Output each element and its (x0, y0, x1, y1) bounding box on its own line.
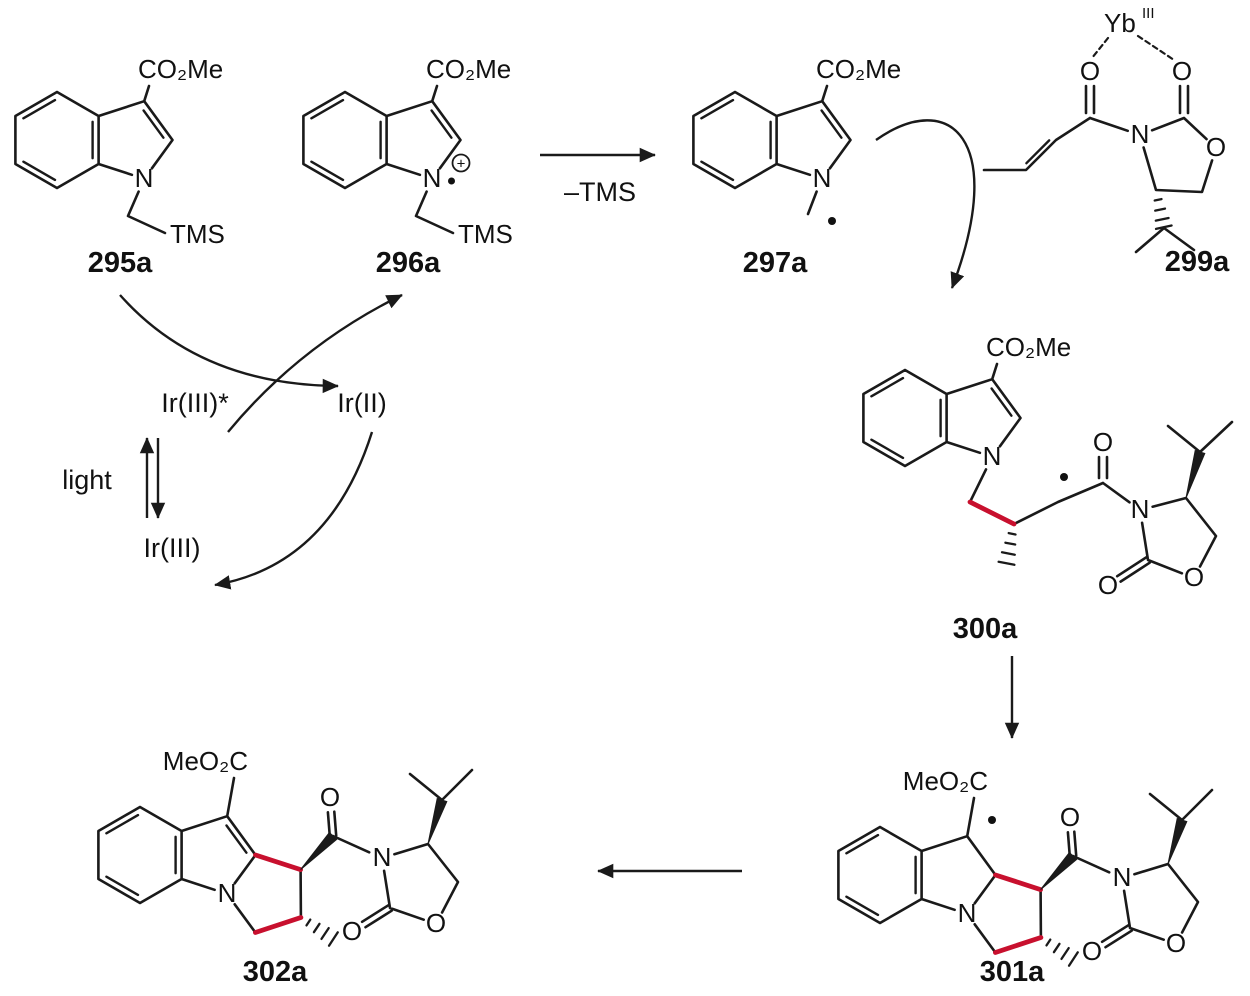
ring-bonds (302, 84, 462, 235)
oxygen-label: O (1082, 936, 1102, 966)
skeleton-bonds (837, 788, 1214, 954)
arrow-296a-to-297a: –TMS (540, 147, 656, 207)
compound-label: 301a (980, 956, 1045, 988)
excited-catalyst-label: Ir(III)* (161, 388, 229, 418)
new-bonds-red (253, 852, 304, 935)
radical-dot (1060, 473, 1068, 481)
ester-label: CO₂Me (138, 54, 223, 84)
ester-label: CO₂Me (816, 54, 901, 84)
nitrogen-label: N (1131, 119, 1150, 149)
reduced-catalyst-label: Ir(II) (337, 388, 386, 418)
tms-loss-label: –TMS (564, 177, 636, 207)
double-bond-lines (310, 98, 453, 182)
stereo-wedge (1040, 851, 1078, 890)
oxygen-label: O (426, 908, 446, 938)
skeleton-bonds (982, 84, 1214, 254)
compound-300a: CO₂Me N O N O O 300a (862, 332, 1234, 645)
new-bond-red (967, 499, 1017, 527)
stereo-wedge (1167, 817, 1188, 865)
ester-label: CO₂Me (426, 54, 511, 84)
nitrogen-label: N (423, 163, 442, 193)
skeleton-bonds (97, 768, 474, 934)
nitrogen-label: N (813, 163, 832, 193)
compound-297a: CO₂Me N 297a (692, 54, 901, 279)
oxygen-label: O (1080, 56, 1100, 86)
nitrogen-label: N (983, 441, 1002, 471)
tms-label: TMS (458, 219, 513, 249)
stereo-wedge (1185, 449, 1206, 499)
oxygen-label: O (1060, 802, 1080, 832)
oxygen-label: O (1184, 562, 1204, 592)
nitrogen-label: N (958, 898, 977, 928)
oxygen-label: O (1166, 928, 1186, 958)
ring-bonds (692, 84, 852, 216)
skeleton-bonds (862, 362, 1234, 583)
oxygen-label: O (320, 782, 340, 812)
stereo-hash-lines (305, 918, 339, 947)
nitrogen-label: N (1113, 862, 1132, 892)
cycle-arc-to-296a (227, 293, 403, 433)
oxygen-label: O (1206, 132, 1226, 162)
cycle-arc-substrate-down (119, 294, 339, 394)
compound-label: 299a (1165, 246, 1230, 278)
double-bond-lines (105, 813, 248, 897)
stereo-wedge (427, 797, 448, 845)
compound-299a: Yb III O O N O 299a (982, 5, 1230, 278)
ring-bonds (14, 84, 174, 235)
metal-label: Yb (1104, 8, 1136, 38)
tms-label: TMS (170, 219, 225, 249)
oxygen-label: O (1093, 427, 1113, 457)
compound-label: 297a (743, 247, 808, 279)
cycle-arc-ir2-to-ir3 (214, 431, 374, 590)
photocatalytic-cycle: Ir(III)* Ir(II) Ir(III) light (62, 293, 403, 590)
light-label: light (62, 465, 112, 495)
nitrogen-label: N (1131, 494, 1150, 524)
compound-label: 302a (243, 956, 308, 988)
compound-label: 300a (953, 613, 1018, 645)
nitrogen-label: N (373, 842, 392, 872)
compound-302a: MeO₂C N O N O O 302a (97, 746, 474, 988)
stereo-wedge (300, 831, 338, 870)
addition-curved-arrow (875, 119, 976, 289)
radical-dot (828, 217, 836, 225)
metal-coordination-dashes (1090, 34, 1176, 62)
stereo-hash-lines (1153, 197, 1173, 231)
nitrogen-label: N (135, 163, 154, 193)
ground-catalyst-label: Ir(III) (144, 533, 201, 563)
nitrogen-label: N (218, 878, 237, 908)
new-bonds-red (993, 872, 1044, 955)
compound-label: 295a (88, 247, 153, 279)
compound-296a: + CO₂Me N TMS 296a (302, 54, 513, 279)
ester-label: CO₂Me (986, 332, 1071, 362)
stereo-hash-lines (1045, 938, 1079, 967)
stereo-hash-lines (997, 531, 1017, 566)
radical-dot (448, 177, 455, 185)
oxygen-label: O (1098, 570, 1118, 600)
double-bond-lines (700, 98, 843, 182)
double-bond-lines (870, 376, 1013, 460)
ester-label: MeO₂C (163, 746, 248, 776)
compound-label: 296a (376, 247, 441, 279)
plus-charge-circle (451, 153, 471, 173)
alkene-double-bond-line (1025, 139, 1051, 165)
charge-label: + (457, 156, 466, 173)
compound-301a: MeO₂C N O N O O 301a (837, 766, 1214, 988)
double-bond-lines (22, 98, 165, 182)
oxygen-label: O (342, 916, 362, 946)
compound-295a: CO₂Me N TMS 295a (14, 54, 225, 279)
oxygen-label: O (1172, 56, 1192, 86)
radical-dot (988, 816, 996, 824)
double-bond-lines (845, 833, 917, 917)
ester-label: MeO₂C (903, 766, 988, 796)
oxidation-state-label: III (1142, 5, 1155, 22)
